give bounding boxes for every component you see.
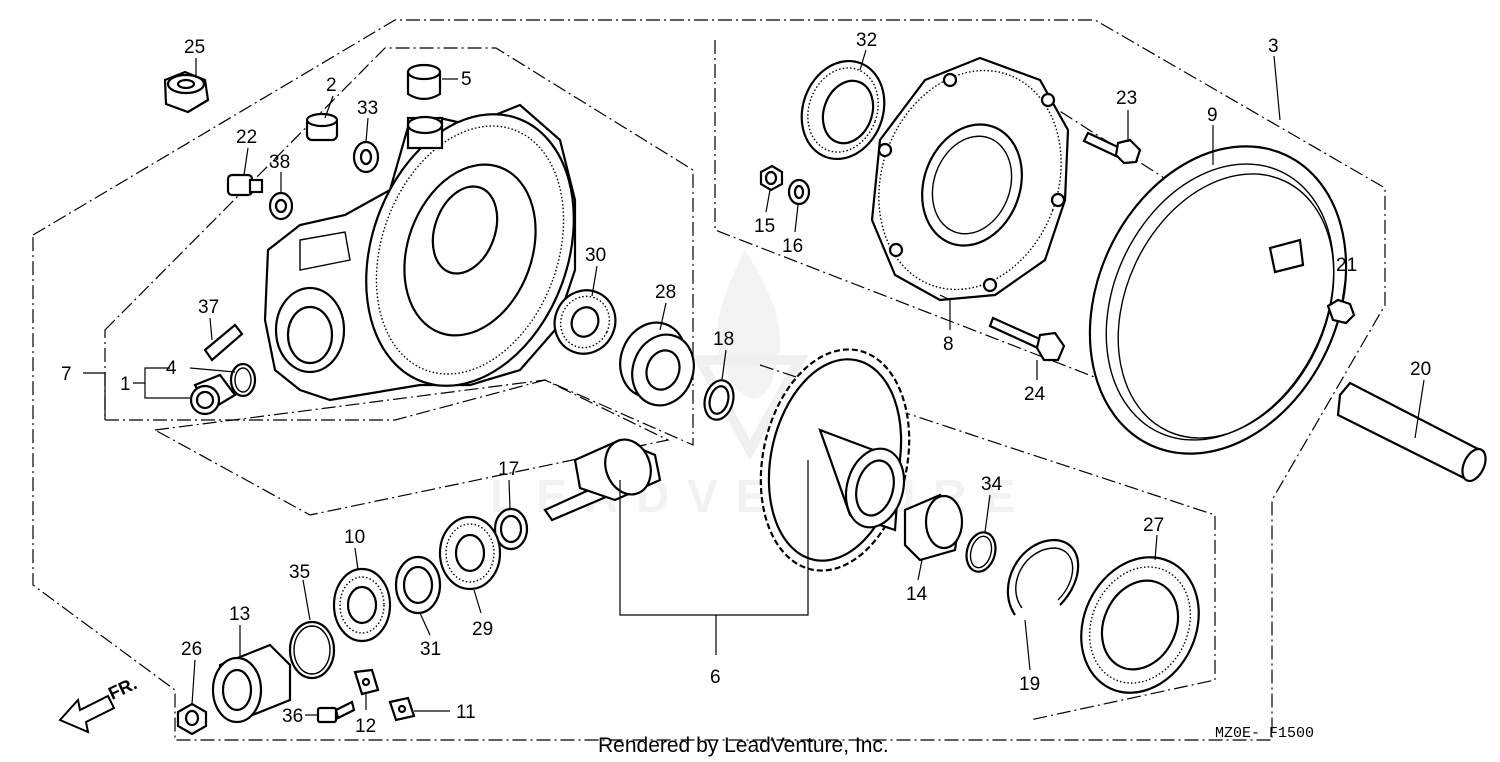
part-1-needle-bearing [189,373,237,416]
leader-lines [83,49,1425,716]
part-8-cover [870,56,1070,302]
front-direction-arrow: FR. [58,673,140,734]
part-4-circlip [229,362,257,398]
callout-9: 9 [1207,105,1218,126]
part-23-bolt [1082,131,1142,165]
callout-30: 30 [585,245,606,266]
part-32-oil-seal [800,59,886,161]
part-9-band [1088,145,1348,455]
callout-10: 10 [344,527,365,548]
callout-33: 33 [357,98,378,119]
part-33-washer [352,140,380,174]
callout-14: 14 [906,584,928,605]
part-5-cap [406,63,442,101]
assembly-outline [32,19,1386,741]
callout-1: 1 [120,374,131,395]
part-37-stud [203,323,244,362]
part-14-collar [903,493,964,562]
callout-20: 20 [1410,359,1431,380]
callout-17: 17 [498,459,519,480]
callout-8: 8 [943,334,954,355]
callout-26: 26 [181,639,202,660]
callout-11: 11 [456,702,476,723]
callout-6: 6 [710,667,721,688]
callout-numbers: 25 2 33 22 38 5 37 4 7 1 30 28 18 32 15 … [61,30,1431,737]
pinion-group-outline [153,379,670,516]
part-19-circlip [1006,538,1080,616]
callout-31: 31 [420,639,441,660]
callout-32: 32 [856,30,877,51]
callout-24: 24 [1024,384,1046,405]
callout-15: 15 [754,216,775,237]
callout-35: 35 [289,562,310,583]
part-30-oil-seal [553,289,617,355]
callout-27: 27 [1143,515,1164,536]
callout-5: 5 [461,69,472,90]
callout-28: 28 [655,282,676,303]
callout-7: 7 [61,364,72,385]
callout-19: 19 [1019,674,1040,695]
part-28-bearing [619,321,695,407]
callout-18: 18 [713,329,734,350]
part-29-bearing [438,515,502,591]
part-7-final-gear-case [263,103,577,402]
part-10-bearing-holder [332,567,392,643]
part-36-bolt [316,700,356,724]
ring-gear-group-outline [759,364,1216,721]
callout-12: 12 [355,716,376,737]
part-35-o-ring [288,620,336,680]
part-16-washer [787,178,811,206]
part-34-o-ring [965,531,997,573]
callout-2: 2 [326,75,337,96]
part-6-ring-gear [759,348,911,572]
part-20-shaft [1336,381,1487,483]
callout-38: 38 [269,152,290,173]
housing-group-outline [104,47,694,446]
part-31-lock-nut [394,555,442,615]
callout-34: 34 [981,474,1003,495]
callout-22: 22 [236,127,257,148]
part-27-bearing [1080,556,1200,694]
diagram-code: MZ0E- F1500 [1215,725,1314,742]
part-2-plug [305,112,339,142]
callout-16: 16 [782,236,803,257]
callout-25: 25 [184,37,205,58]
callout-23: 23 [1116,88,1137,109]
part-38-washer [268,191,294,221]
part-pinion-gear [543,438,662,522]
part-26-nut [176,702,208,736]
part-12-stopper [353,668,380,696]
part-17-ring [493,507,529,551]
part-24-bolt [988,316,1066,362]
part-25-nut [163,70,210,114]
part-11-stopper [388,696,416,722]
part-22-bolt [226,173,264,197]
callout-21: 21 [1336,255,1357,276]
callout-4: 4 [166,358,177,379]
callout-29: 29 [472,619,493,640]
callout-13: 13 [229,604,250,625]
part-21-bolt [1326,298,1356,325]
part-18-ring [703,379,735,421]
part-15-nut [759,164,784,192]
callout-3: 3 [1268,36,1279,57]
callout-37: 37 [198,297,219,318]
render-credit: Rendered by LeadVenture, Inc. [598,734,889,757]
callout-36: 36 [282,706,303,727]
part-13-joint [211,643,292,724]
